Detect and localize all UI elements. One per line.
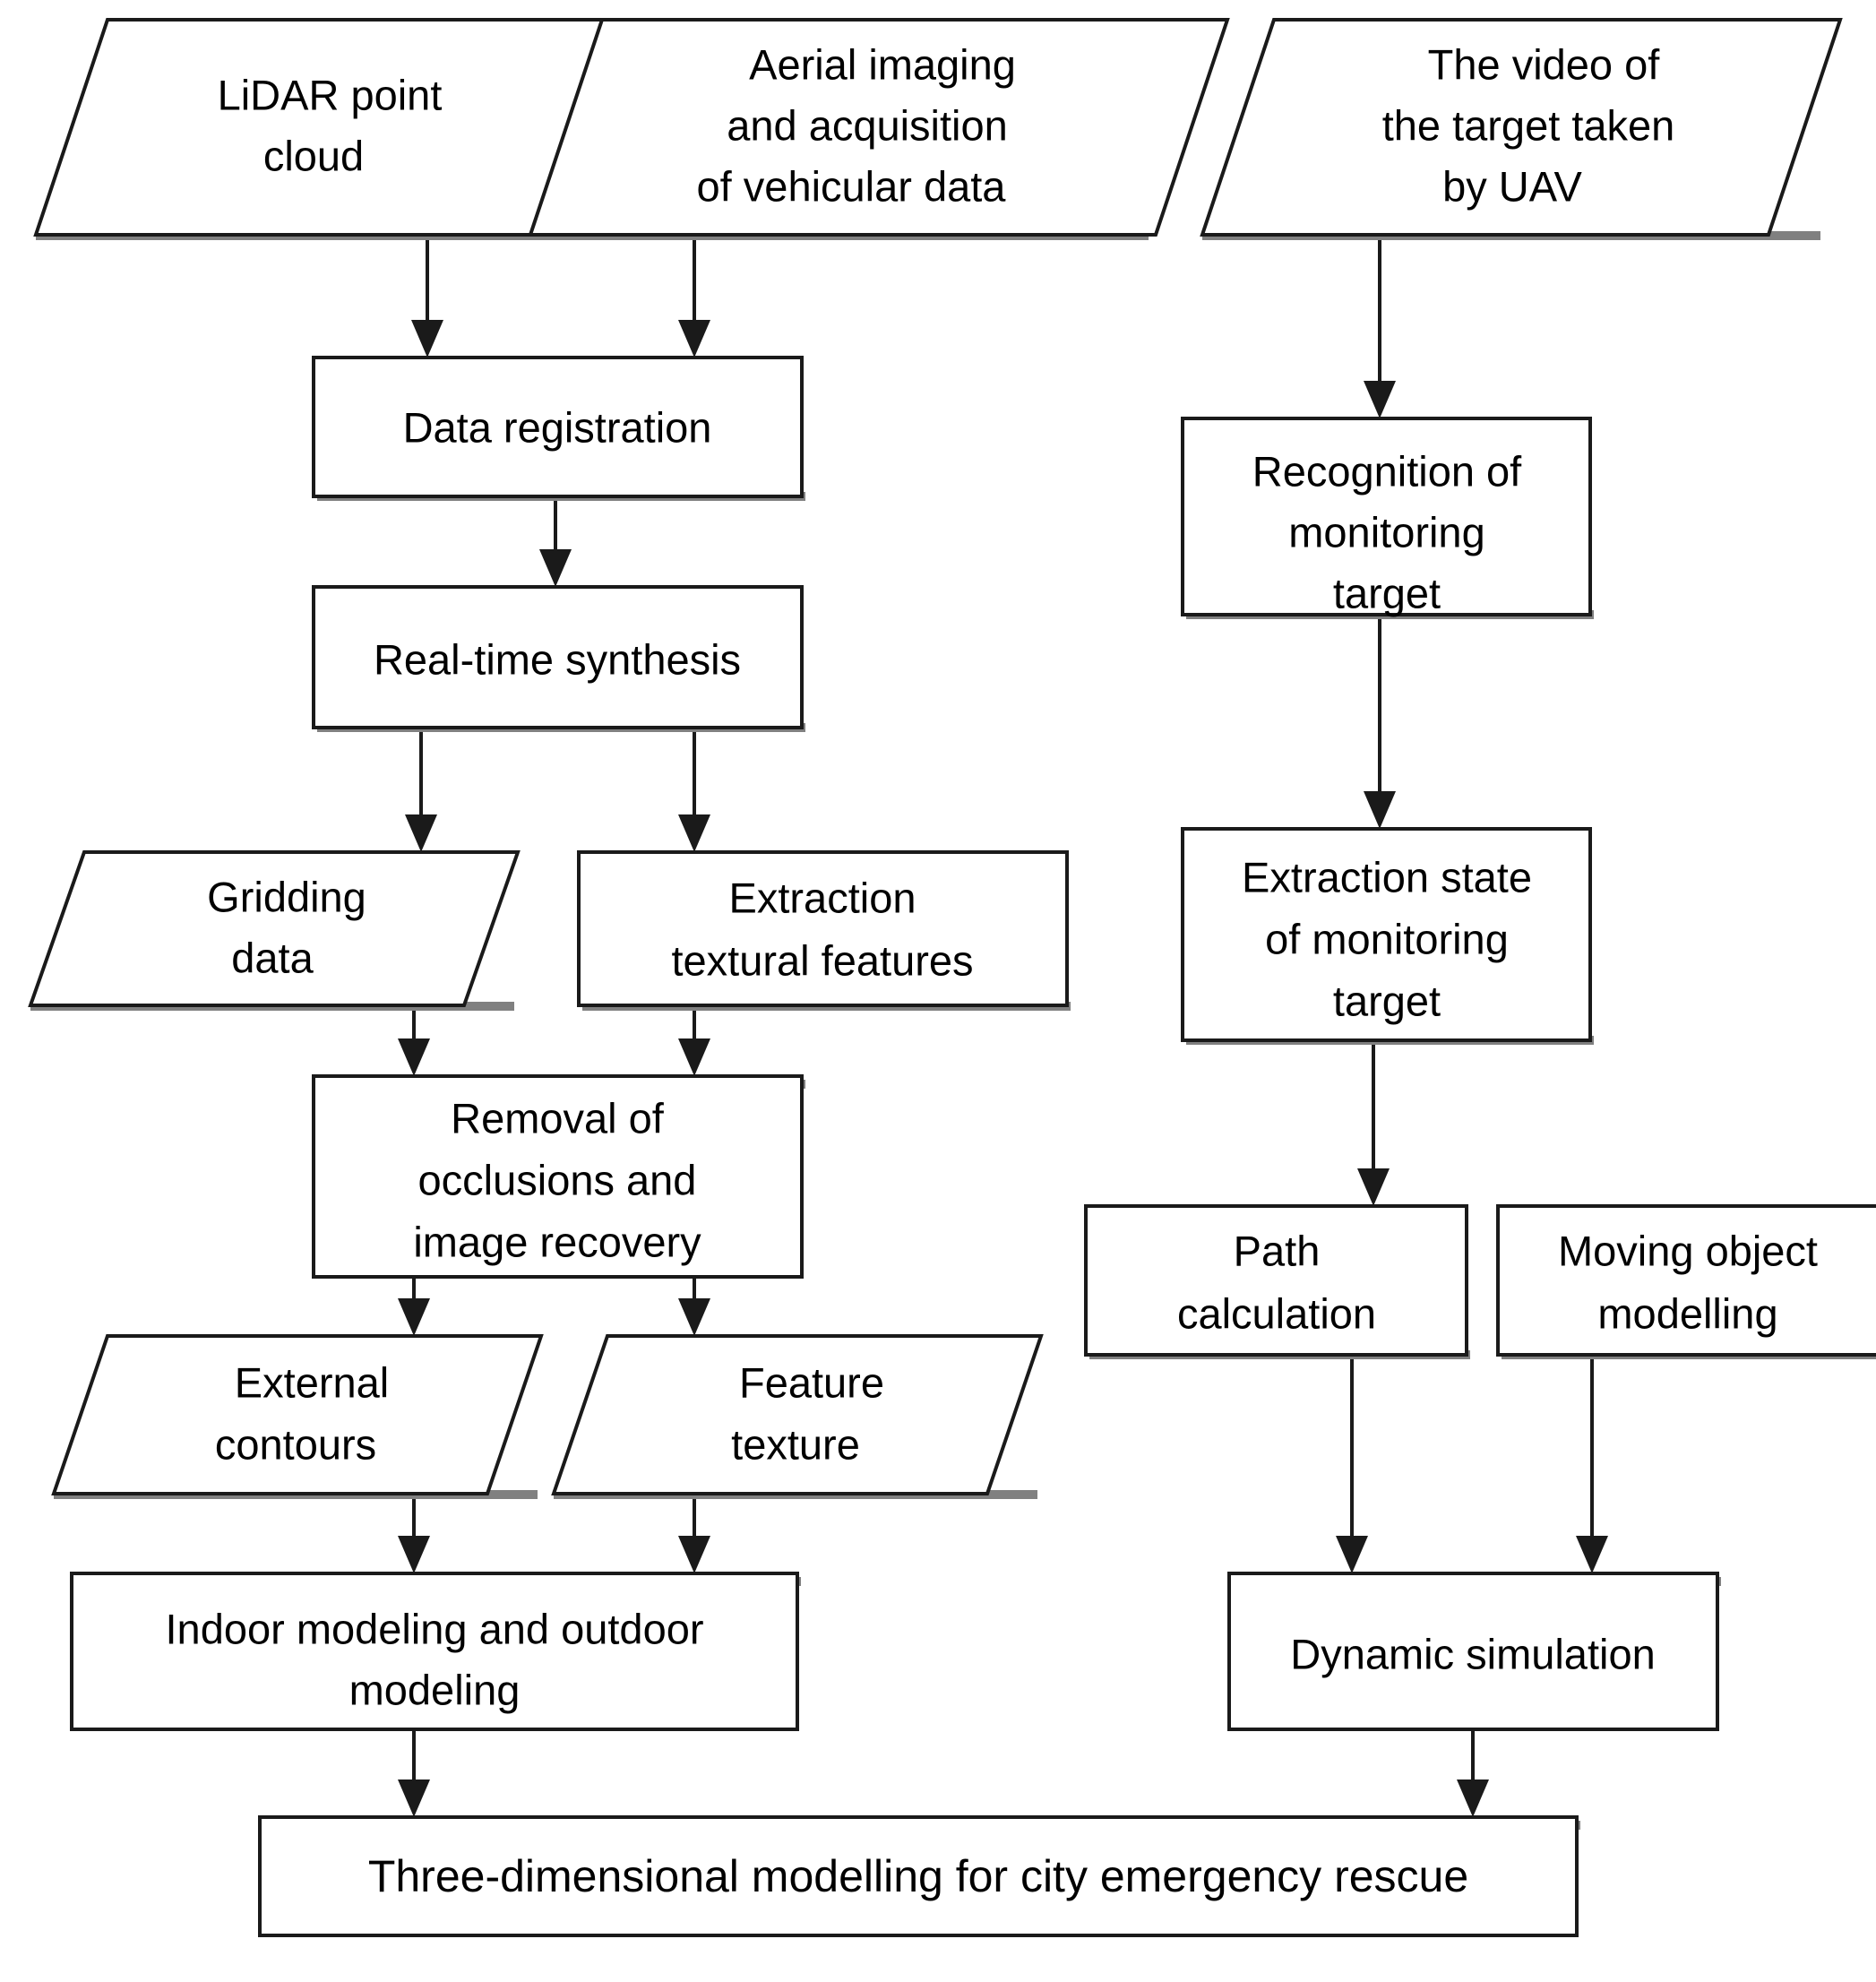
node-removal-occlusions-line-2: image recovery bbox=[413, 1218, 701, 1265]
node-dynamic-simulation[interactable]: Dynamic simulation bbox=[1227, 1572, 1721, 1731]
node-moving-object-modelling-line-1: modelling bbox=[1597, 1289, 1777, 1337]
node-aerial-imaging[interactable]: Aerial imaging and acquisition of vehicu… bbox=[528, 18, 1230, 240]
node-realtime-synthesis-line-0: Real-time synthesis bbox=[374, 635, 741, 683]
node-feature-texture-line-0: Feature bbox=[739, 1358, 884, 1406]
node-gridding-data-line-0: Gridding bbox=[207, 873, 366, 920]
node-moving-object-modelling-line-0: Moving object bbox=[1558, 1227, 1818, 1274]
edge-path-calculation-to-dynamic-simulation bbox=[1336, 1355, 1368, 1573]
node-extraction-state-monitoring-target[interactable]: Extraction state of monitoring target bbox=[1181, 827, 1594, 1045]
node-uav-video[interactable]: The video of the target taken by UAV bbox=[1200, 18, 1843, 240]
edge-feature-texture-to-indoor-outdoor-modeling bbox=[678, 1494, 710, 1573]
node-path-calculation[interactable]: Path calculation bbox=[1084, 1204, 1470, 1359]
node-lidar-point-cloud[interactable]: LiDAR point cloud bbox=[33, 18, 630, 240]
edge-moving-object-modelling-to-dynamic-simulation bbox=[1576, 1355, 1608, 1573]
edge-layer bbox=[398, 238, 1608, 1817]
node-indoor-outdoor-modeling-line-0: Indoor modeling and outdoor bbox=[166, 1605, 704, 1652]
node-removal-occlusions[interactable]: Removal of occlusions and image recovery bbox=[312, 1074, 805, 1279]
node-indoor-outdoor-modeling-line-1: modeling bbox=[349, 1666, 521, 1713]
edge-removal-occlusions-to-external-contours bbox=[398, 1277, 430, 1336]
node-extraction-textural-features-line-1: textural features bbox=[671, 936, 973, 984]
edge-aerial-to-data-registration bbox=[678, 238, 710, 358]
edge-extraction-textural-features-to-removal-occlusions bbox=[678, 1005, 710, 1076]
edge-recognition-to-extraction-state bbox=[1364, 615, 1396, 829]
edge-uav-video-to-recognition-monitoring-target bbox=[1364, 238, 1396, 418]
node-recognition-monitoring-target[interactable]: Recognition of monitoring target bbox=[1181, 417, 1594, 619]
edge-external-contours-to-indoor-outdoor-modeling bbox=[398, 1494, 430, 1573]
node-lidar-point-cloud-line-1: cloud bbox=[263, 132, 364, 179]
node-removal-occlusions-line-1: occlusions and bbox=[418, 1156, 697, 1203]
edge-data-registration-to-realtime-synthesis bbox=[539, 496, 572, 587]
edge-removal-occlusions-to-feature-texture bbox=[678, 1277, 710, 1336]
node-extraction-state-monitoring-target-line-1: of monitoring bbox=[1265, 915, 1509, 962]
node-indoor-outdoor-modeling[interactable]: Indoor modeling and outdoor modeling bbox=[70, 1572, 801, 1731]
edge-gridding-data-to-removal-occlusions bbox=[398, 1005, 430, 1076]
node-gridding-data[interactable]: Gridding data bbox=[28, 850, 521, 1011]
node-uav-video-line-1: the target taken bbox=[1382, 101, 1675, 149]
edge-realtime-synthesis-to-extraction-textural-features bbox=[678, 728, 710, 852]
node-aerial-imaging-line-2: of vehicular data bbox=[697, 162, 1007, 210]
node-realtime-synthesis[interactable]: Real-time synthesis bbox=[312, 585, 805, 732]
node-aerial-imaging-line-0: Aerial imaging bbox=[749, 40, 1016, 88]
node-three-dimensional-modelling[interactable]: Three-dimensional modelling for city eme… bbox=[258, 1815, 1580, 1937]
node-data-registration[interactable]: Data registration bbox=[312, 356, 805, 501]
node-extraction-state-monitoring-target-line-2: target bbox=[1333, 977, 1441, 1024]
node-extraction-state-monitoring-target-line-0: Extraction state bbox=[1242, 853, 1532, 901]
edge-realtime-synthesis-to-gridding-data bbox=[405, 728, 437, 852]
node-lidar-point-cloud-line-0: LiDAR point bbox=[218, 71, 443, 118]
node-feature-texture-line-1: texture bbox=[731, 1420, 860, 1468]
edge-lidar-to-data-registration bbox=[411, 238, 443, 358]
node-external-contours-line-0: External bbox=[235, 1358, 389, 1406]
node-removal-occlusions-line-0: Removal of bbox=[451, 1094, 665, 1142]
node-recognition-monitoring-target-line-0: Recognition of bbox=[1252, 447, 1522, 495]
node-extraction-textural-features[interactable]: Extraction textural features bbox=[577, 850, 1071, 1011]
node-gridding-data-line-1: data bbox=[231, 934, 314, 981]
node-data-registration-line-0: Data registration bbox=[403, 403, 712, 451]
node-dynamic-simulation-line-0: Dynamic simulation bbox=[1290, 1630, 1655, 1677]
node-moving-object-modelling[interactable]: Moving object modelling bbox=[1496, 1204, 1876, 1359]
node-recognition-monitoring-target-line-2: target bbox=[1333, 569, 1441, 616]
node-three-dimensional-modelling-line-0: Three-dimensional modelling for city eme… bbox=[368, 1851, 1468, 1901]
node-external-contours[interactable]: External contours bbox=[51, 1334, 544, 1499]
node-feature-texture[interactable]: Feature texture bbox=[551, 1334, 1044, 1499]
node-path-calculation-line-1: calculation bbox=[1177, 1289, 1376, 1337]
node-uav-video-line-0: The video of bbox=[1428, 40, 1661, 88]
node-external-contours-line-1: contours bbox=[215, 1420, 376, 1468]
edge-dynamic-simulation-to-three-dimensional-modelling bbox=[1457, 1729, 1489, 1817]
edge-extraction-state-to-path-calculation bbox=[1357, 1040, 1390, 1206]
node-path-calculation-line-0: Path bbox=[1234, 1227, 1321, 1274]
edge-indoor-outdoor-modeling-to-three-dimensional-modelling bbox=[398, 1729, 430, 1817]
node-recognition-monitoring-target-line-1: monitoring bbox=[1288, 508, 1484, 556]
node-aerial-imaging-line-1: and acquisition bbox=[727, 101, 1008, 149]
node-extraction-textural-features-line-0: Extraction bbox=[729, 874, 916, 921]
node-uav-video-line-2: by UAV bbox=[1442, 162, 1582, 210]
